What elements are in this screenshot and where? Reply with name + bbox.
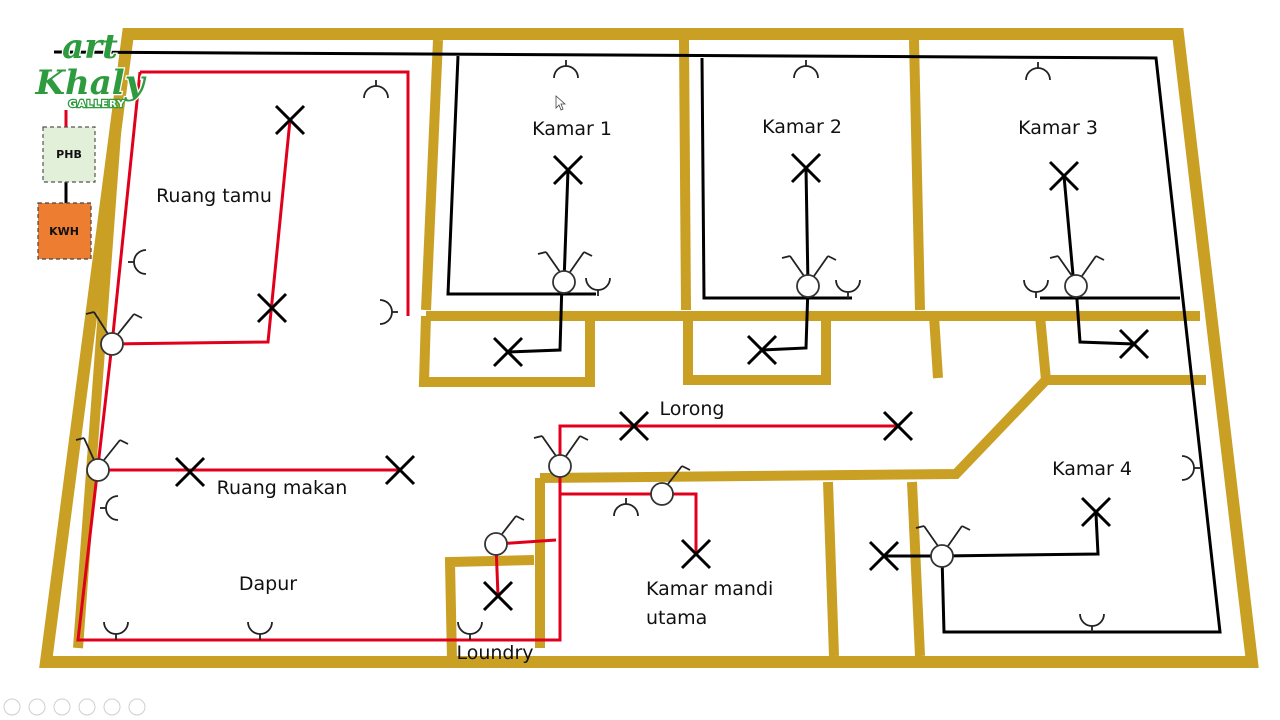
next-slide-button[interactable] bbox=[28, 698, 46, 716]
logo-sub: GALLERY bbox=[69, 99, 126, 110]
lamp-x-icon bbox=[618, 410, 650, 442]
logo: art Khaly GALLERY bbox=[33, 26, 148, 112]
lamp-x-icon bbox=[680, 538, 712, 570]
wall-k1-left bbox=[421, 39, 443, 311]
label-kamar-4: Kamar 4 bbox=[1052, 458, 1132, 480]
lamp-x-icon bbox=[882, 410, 914, 442]
socket-icon bbox=[1023, 279, 1049, 298]
lamp-x-icon bbox=[1048, 160, 1080, 192]
lamp-x-icon bbox=[1118, 328, 1150, 360]
label-lorong: Lorong bbox=[660, 398, 725, 420]
lamp-x-icon bbox=[492, 336, 524, 368]
switch-icon bbox=[781, 255, 837, 298]
red-circuit bbox=[64, 70, 900, 642]
logo-line1: art bbox=[62, 27, 118, 67]
lamp-x-icon bbox=[384, 454, 416, 486]
lamp-x-icon bbox=[274, 104, 306, 136]
label-kamar-3: Kamar 3 bbox=[1018, 117, 1098, 139]
socket-icon bbox=[1025, 62, 1051, 81]
wall-closet-3 bbox=[1035, 315, 1206, 385]
kwh-meter: KWH bbox=[37, 202, 92, 260]
lamp-x-icon bbox=[1080, 496, 1112, 528]
socket-icon bbox=[585, 277, 611, 296]
socket-icon bbox=[1079, 613, 1105, 632]
black-circuit bbox=[53, 50, 1222, 634]
walls bbox=[39, 28, 1259, 668]
outer-wall bbox=[39, 28, 1259, 668]
socket-icon bbox=[1181, 455, 1200, 481]
wall-west-inner bbox=[73, 79, 125, 649]
wall-corridor-diagonal bbox=[539, 376, 1050, 483]
label-kamar-1: Kamar 1 bbox=[532, 118, 612, 140]
mouse-cursor-icon bbox=[555, 95, 567, 111]
switch-icon bbox=[533, 435, 589, 478]
wall-closet-1 bbox=[418, 315, 595, 387]
switch-icon bbox=[75, 437, 129, 482]
socket-icon bbox=[128, 249, 147, 275]
switches bbox=[75, 251, 1105, 568]
socket-icon bbox=[457, 621, 483, 640]
socket-icon bbox=[103, 621, 129, 640]
sockets bbox=[100, 60, 1200, 640]
pen-tool-button[interactable] bbox=[53, 698, 71, 716]
label-loundry: Loundry bbox=[456, 642, 533, 664]
label-ruang-tamu: Ruang tamu bbox=[156, 185, 272, 207]
wall-bath-right bbox=[823, 481, 839, 657]
more-options-button[interactable] bbox=[128, 698, 146, 716]
wall-k2-k3 bbox=[909, 39, 925, 311]
slides-view-button[interactable] bbox=[78, 698, 96, 716]
lamp-x-icon bbox=[746, 334, 778, 366]
lamp-x-icon bbox=[174, 456, 206, 488]
socket-icon bbox=[835, 279, 861, 298]
lamp-x-icon bbox=[790, 152, 822, 184]
socket-icon bbox=[379, 299, 398, 325]
label-dapur: Dapur bbox=[239, 573, 297, 595]
kwh-label: KWH bbox=[49, 225, 79, 238]
lamp-x-icon bbox=[868, 540, 900, 572]
wall-k4-left bbox=[907, 481, 925, 657]
socket-icon bbox=[247, 621, 273, 640]
socket-icon bbox=[363, 80, 389, 99]
switch-icon bbox=[1049, 255, 1105, 298]
socket-icon bbox=[100, 495, 119, 521]
switch-icon bbox=[915, 525, 971, 568]
socket-icon bbox=[613, 498, 639, 517]
label-kamar-mandi: Kamar mandi bbox=[646, 578, 773, 600]
lamps bbox=[174, 104, 1150, 612]
label-ruang-makan: Ruang makan bbox=[217, 477, 348, 499]
switch-icon bbox=[484, 515, 525, 556]
zoom-button[interactable] bbox=[103, 698, 121, 716]
label-kamar-mandi-utama: utama bbox=[646, 607, 707, 629]
switch-icon bbox=[85, 311, 143, 356]
phb-label: PHB bbox=[56, 148, 82, 161]
label-kamar-2: Kamar 2 bbox=[762, 116, 842, 138]
lamp-x-icon bbox=[256, 292, 288, 324]
phb-panel: PHB bbox=[42, 126, 96, 183]
wall-closet-2 bbox=[683, 316, 831, 385]
logo-line2: Khaly bbox=[35, 63, 147, 103]
wall-laundry bbox=[444, 555, 535, 661]
socket-icon bbox=[553, 60, 579, 79]
lamp-x-icon bbox=[552, 154, 584, 186]
prev-slide-button[interactable] bbox=[3, 698, 21, 716]
switch-icon bbox=[650, 465, 691, 506]
switch-icon bbox=[537, 251, 593, 294]
wall-k1-k2 bbox=[679, 39, 691, 311]
socket-icon bbox=[793, 60, 819, 79]
wall-stub-k3 bbox=[929, 315, 943, 379]
lamp-x-icon bbox=[482, 580, 514, 612]
room-labels: Ruang tamu Kamar 1 Kamar 2 Kamar 3 Kamar… bbox=[156, 116, 1132, 664]
slideshow-controls bbox=[3, 698, 146, 716]
